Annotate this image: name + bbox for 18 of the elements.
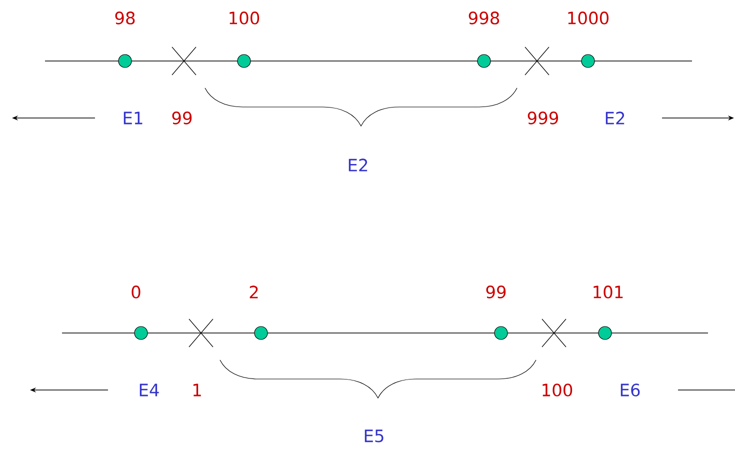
value-label: E4 bbox=[140, 384, 159, 396]
value-label: E2 bbox=[606, 112, 624, 124]
value-label: 998 bbox=[468, 12, 500, 24]
value-label: 98 bbox=[115, 12, 135, 24]
value-label: 99 bbox=[486, 286, 506, 298]
value-label: 999 bbox=[528, 112, 558, 124]
value-label: 1 bbox=[193, 384, 201, 396]
value-label: 100 bbox=[542, 384, 572, 396]
value-label: E2 bbox=[348, 158, 368, 172]
value-label: 99 bbox=[172, 112, 192, 124]
value-label: 101 bbox=[594, 286, 623, 298]
value-label: 0 bbox=[132, 286, 140, 298]
value-label: E1 bbox=[124, 112, 142, 124]
value-label: 100 bbox=[230, 12, 260, 24]
value-label: E5 bbox=[364, 430, 384, 442]
value-label: 2 bbox=[250, 286, 258, 298]
value-label: 1000 bbox=[568, 12, 608, 24]
value-label: E6 bbox=[620, 384, 640, 396]
